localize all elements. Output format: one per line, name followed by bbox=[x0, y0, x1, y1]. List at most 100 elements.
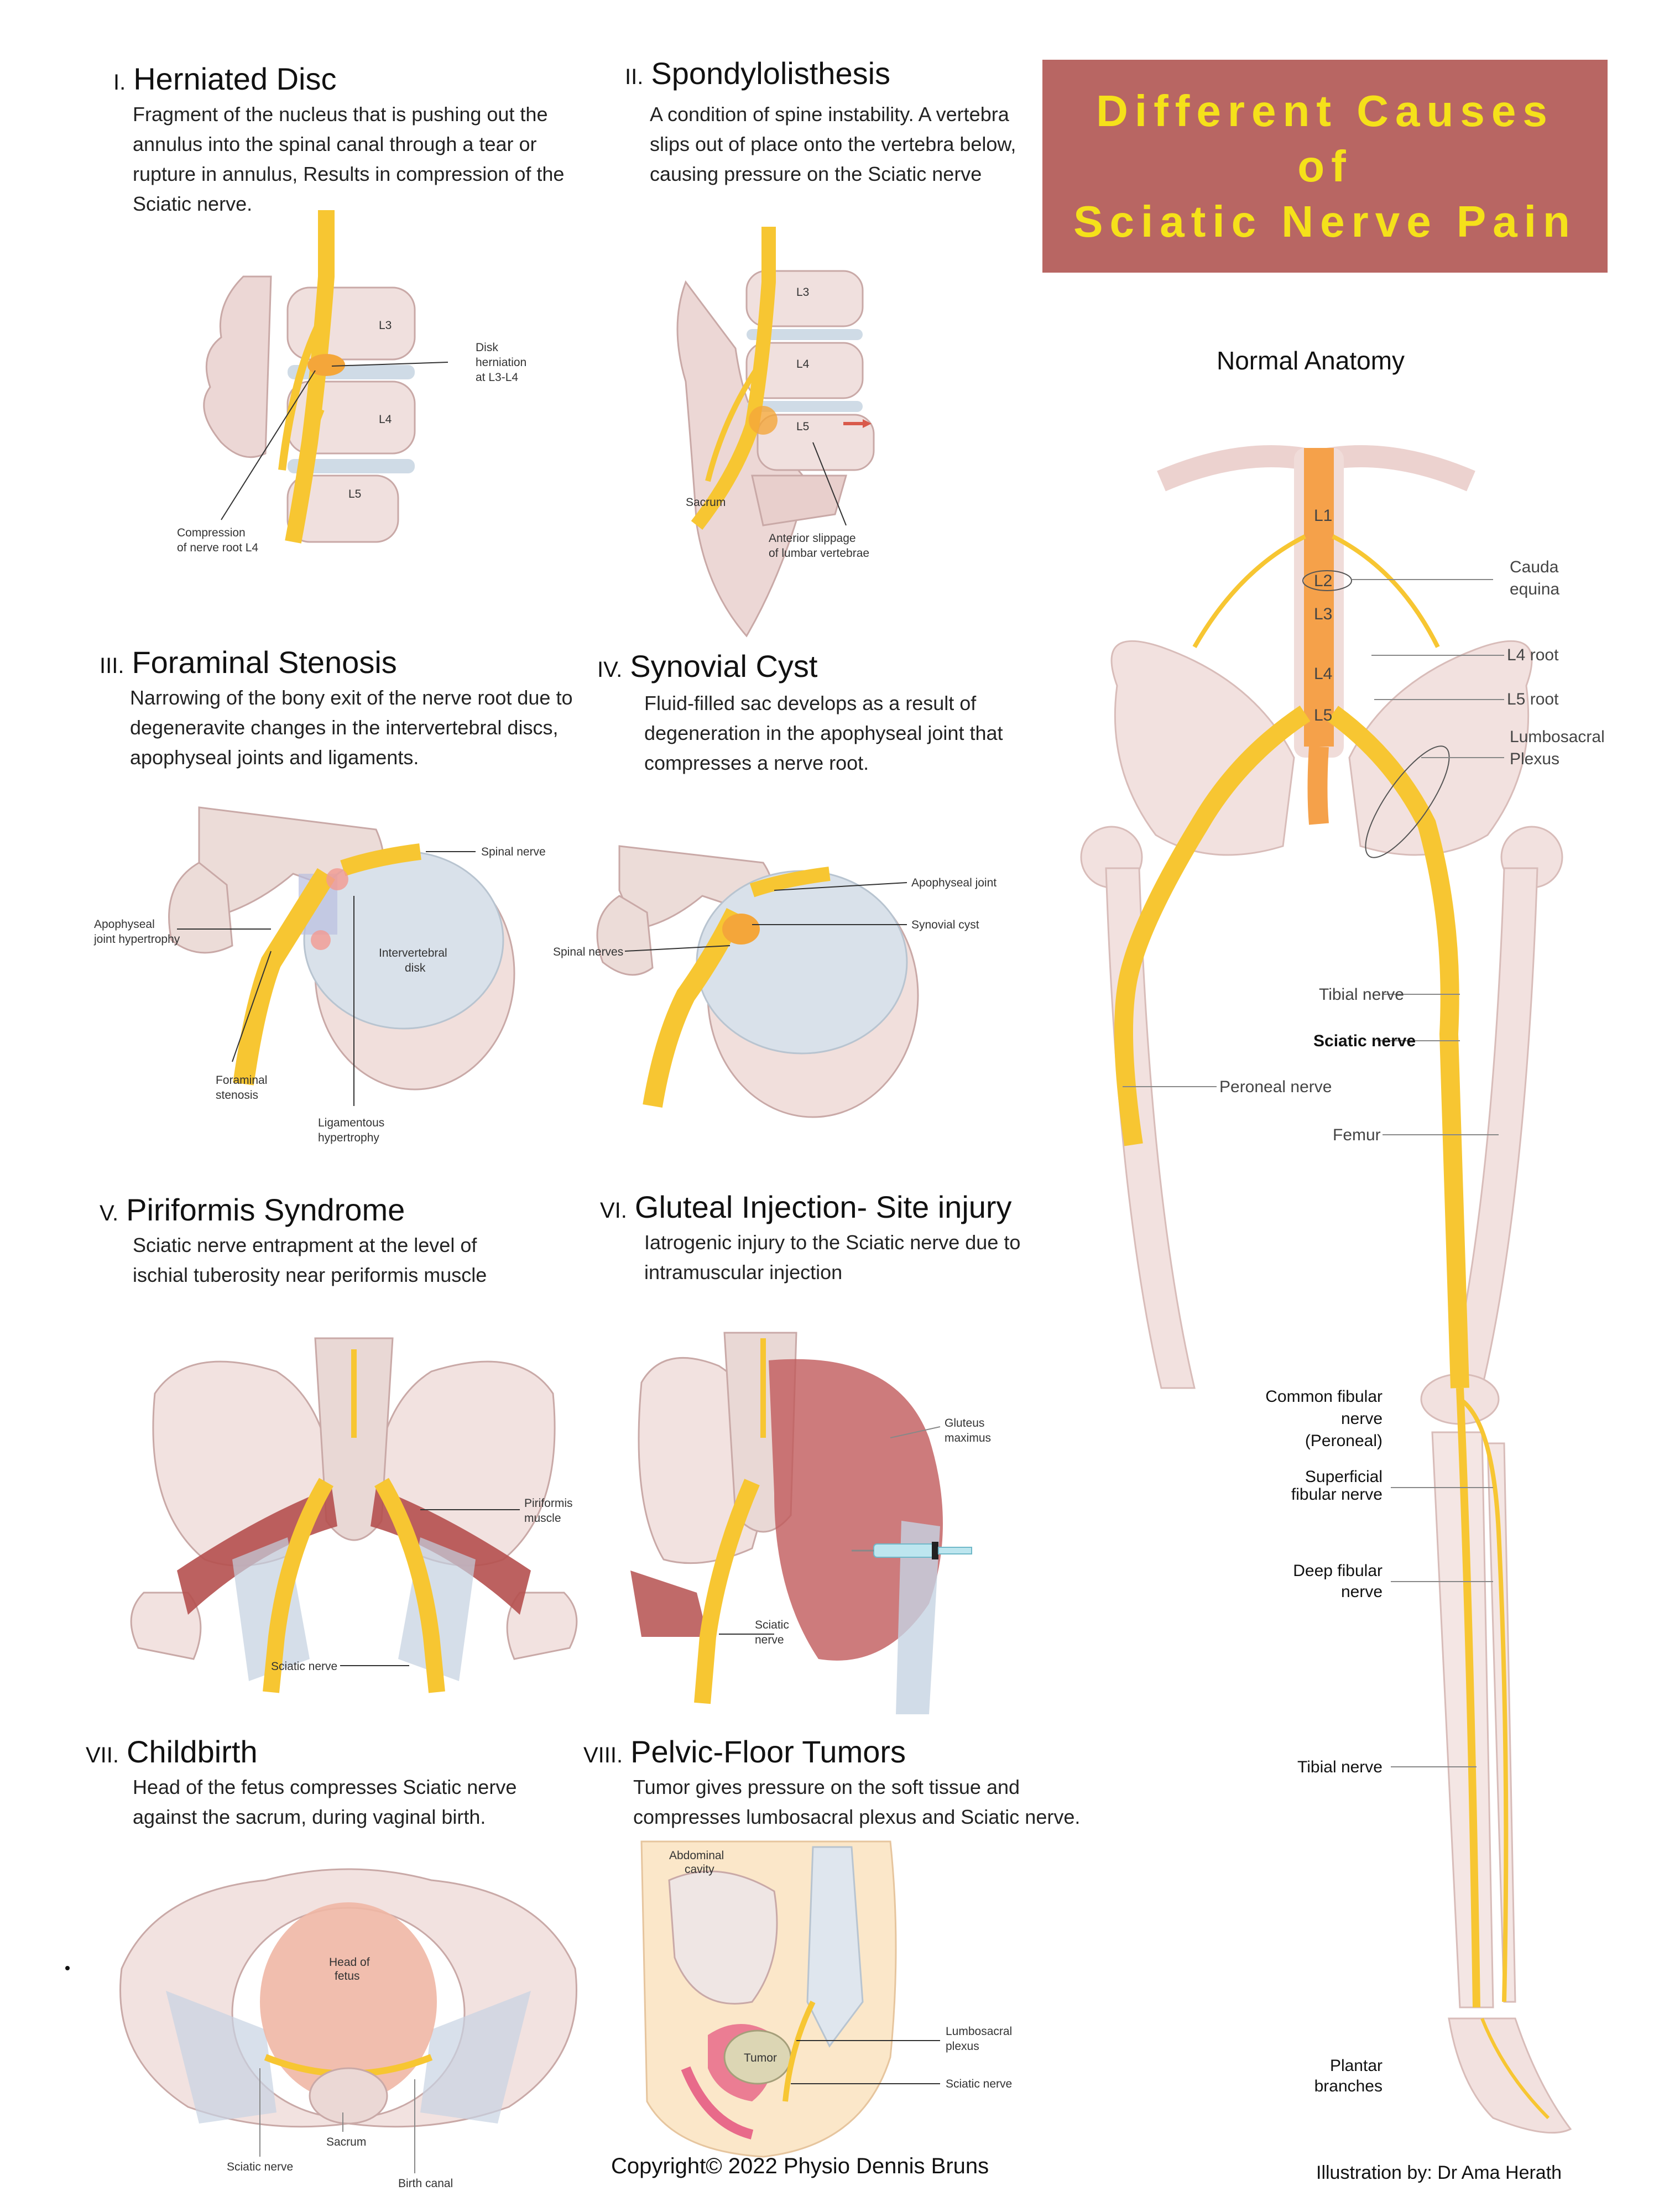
label-l3: L3 bbox=[379, 319, 392, 332]
label-ligamentous-1: Ligamentous bbox=[318, 1117, 384, 1129]
label-sciatic-nerve: Sciatic nerve bbox=[946, 2078, 1012, 2090]
section-3-number: III. bbox=[100, 654, 124, 678]
section-8-number: VIII. bbox=[583, 1743, 623, 1767]
section-7-number: VII. bbox=[86, 1743, 119, 1767]
label-femur: Femur bbox=[1333, 1126, 1381, 1144]
label-foraminal-2: stenosis bbox=[216, 1089, 258, 1102]
label-abdominal-2: cavity bbox=[685, 1863, 714, 1876]
section-2-number: II. bbox=[625, 65, 644, 89]
label-l4: L4 bbox=[1314, 665, 1332, 683]
section-5-number: V. bbox=[100, 1201, 119, 1225]
section-4-description: Fluid-filled sac develops as a result of… bbox=[644, 692, 1003, 774]
synovial-cyst-illustration: Apophyseal joint Synovial cyst Spinal ne… bbox=[553, 845, 997, 1118]
label-spinal-nerves: Spinal nerves bbox=[553, 946, 623, 958]
section-6-heading: VI.Gluteal Injection- Site injury bbox=[600, 1189, 1012, 1225]
label-common-fibular-3: (Peroneal) bbox=[1305, 1432, 1383, 1450]
title-banner: Different Causes of Sciatic Nerve Pain bbox=[1042, 60, 1608, 273]
section-1-number: I. bbox=[113, 70, 126, 95]
label-ligamentous-2: hypertrophy bbox=[318, 1131, 379, 1144]
leader-apophyseal bbox=[774, 882, 907, 891]
label-l3: L3 bbox=[1314, 605, 1332, 623]
gluteal-injection-illustration: Gluteus maximus Sciatic nerve bbox=[630, 1332, 991, 1714]
label-lumbosacral-2: Plexus bbox=[1510, 750, 1559, 768]
label-gluteus-1: Gluteus bbox=[945, 1417, 984, 1430]
sciatic-nerve-path bbox=[782, 2000, 816, 2102]
section-3-title: Foraminal Stenosis bbox=[132, 645, 397, 680]
sciatic-nerve bbox=[694, 1338, 766, 1704]
section-3-heading: III. Foraminal Stenosis bbox=[100, 644, 397, 680]
vertebra-and-disk bbox=[596, 845, 919, 1118]
label-sciatic-nerve: Sciatic nerve bbox=[271, 1660, 337, 1673]
label-abdominal-1: Abdominal bbox=[669, 1849, 724, 1862]
syringe-icon bbox=[852, 1542, 972, 1559]
illustration-credit: Illustration by: Dr Ama Herath bbox=[1316, 2162, 1562, 2184]
label-common-fibular-1: Common fibular bbox=[1265, 1387, 1383, 1406]
section-5-description: Sciatic nerve entrapment at the level of… bbox=[133, 1234, 487, 1286]
vertebra-and-disk bbox=[168, 806, 515, 1091]
label-piriformis-2: muscle bbox=[524, 1512, 561, 1525]
stray-dot bbox=[65, 1966, 70, 1970]
label-birth-canal: Birth canal bbox=[398, 2177, 453, 2190]
label-sciatic-nerve: Sciatic nerve bbox=[1313, 1032, 1416, 1050]
label-head-2: fetus bbox=[335, 1970, 360, 1983]
section-8-heading: VIII. Pelvic-Floor Tumors bbox=[583, 1734, 906, 1770]
label-lumbosacral-2: plexus bbox=[946, 2040, 979, 2053]
label-apophyseal-joint: Apophyseal joint bbox=[911, 877, 997, 889]
section-7-heading: VII. Childbirth bbox=[86, 1734, 258, 1770]
label-l5-root: L5 root bbox=[1507, 690, 1559, 708]
section-4-heading: IV.Synovial Cyst bbox=[597, 648, 817, 684]
label-l5: L5 bbox=[796, 420, 809, 433]
label-common-fibular-2: nerve bbox=[1341, 1410, 1383, 1428]
section-7-title: Childbirth bbox=[127, 1734, 258, 1769]
label-l1: L1 bbox=[1314, 507, 1332, 525]
label-piriformis-1: Piriformis bbox=[524, 1497, 573, 1510]
label-disk-1: Intervertebral bbox=[379, 947, 447, 959]
label-anterior-2: of lumbar vertebrae bbox=[769, 547, 869, 560]
normal-anatomy-illustration: L1 L2 L3 L4 L5 Cauda equina L4 root L5 r… bbox=[1080, 445, 1605, 2134]
leader-foraminal bbox=[232, 951, 272, 1062]
title-line-3: Sciatic Nerve Pain bbox=[1073, 196, 1577, 246]
label-peroneal-nerve: Peroneal nerve bbox=[1219, 1078, 1332, 1096]
herniated-disc-illustration: L3 L4 L5 Disk herniation at L3-L4 Compre… bbox=[177, 210, 526, 554]
label-l3: L3 bbox=[796, 286, 809, 299]
gluteus-maximus bbox=[769, 1359, 943, 1714]
label-plantar-1: Plantar bbox=[1330, 2057, 1383, 2075]
section-5-title: Piriformis Syndrome bbox=[126, 1192, 405, 1227]
title-line-1: Different Causes bbox=[1096, 86, 1554, 135]
section-8-title: Pelvic-Floor Tumors bbox=[630, 1734, 906, 1769]
label-sciatic-2: nerve bbox=[755, 1634, 784, 1646]
label-compression-2: of nerve root L4 bbox=[177, 541, 258, 554]
label-l4: L4 bbox=[796, 358, 810, 371]
label-tibial-nerve-lower: Tibial nerve bbox=[1297, 1758, 1383, 1776]
label-foraminal-1: Foraminal bbox=[216, 1074, 267, 1087]
foraminal-stenosis-illustration: Spinal nerve Apophyseal joint hypertroph… bbox=[93, 806, 546, 1144]
label-sacrum: Sacrum bbox=[326, 2136, 366, 2148]
section-3-description: Narrowing of the bony exit of the nerve … bbox=[130, 686, 573, 769]
label-plantar-2: branches bbox=[1314, 2077, 1383, 2095]
section-6-title: Gluteal Injection- Site injury bbox=[634, 1190, 1012, 1224]
section-5-heading: V. Piriformis Syndrome bbox=[100, 1192, 405, 1228]
label-deep-fibular-2: nerve bbox=[1341, 1583, 1383, 1601]
illustration-prefix: Illustration by: bbox=[1316, 2162, 1432, 2183]
label-l4-root: L4 root bbox=[1507, 646, 1559, 664]
label-deep-fibular-1: Deep fibular bbox=[1293, 1562, 1383, 1580]
leader-gluteus bbox=[890, 1426, 941, 1438]
section-2-title: Spondylolisthesis bbox=[651, 56, 891, 91]
label-disk-1: Disk bbox=[476, 341, 498, 354]
leader-compression bbox=[221, 370, 316, 520]
label-anterior-1: Anterior slippage bbox=[769, 532, 856, 545]
label-spinal-nerve: Spinal nerve bbox=[481, 846, 546, 858]
label-tumor: Tumor bbox=[744, 2052, 777, 2064]
label-apophyseal-1: Apophyseal bbox=[94, 918, 155, 931]
label-cauda-2: equina bbox=[1510, 580, 1559, 598]
label-disk-3: at L3-L4 bbox=[476, 371, 518, 384]
section-4-title: Synovial Cyst bbox=[630, 649, 818, 684]
sacrum-shape bbox=[309, 2067, 388, 2125]
label-superficial-2: fibular nerve bbox=[1291, 1485, 1383, 1504]
label-disk-2: disk bbox=[405, 962, 426, 974]
label-l4: L4 bbox=[379, 413, 392, 426]
illustration-name: Dr Ama Herath bbox=[1437, 2162, 1562, 2183]
plexus-marker bbox=[1365, 745, 1450, 858]
section-1-description: Fragment of the nucleus that is pushing … bbox=[133, 103, 565, 215]
copyright-text: Copyright© 2022 Physio Dennis Bruns bbox=[611, 2154, 989, 2178]
